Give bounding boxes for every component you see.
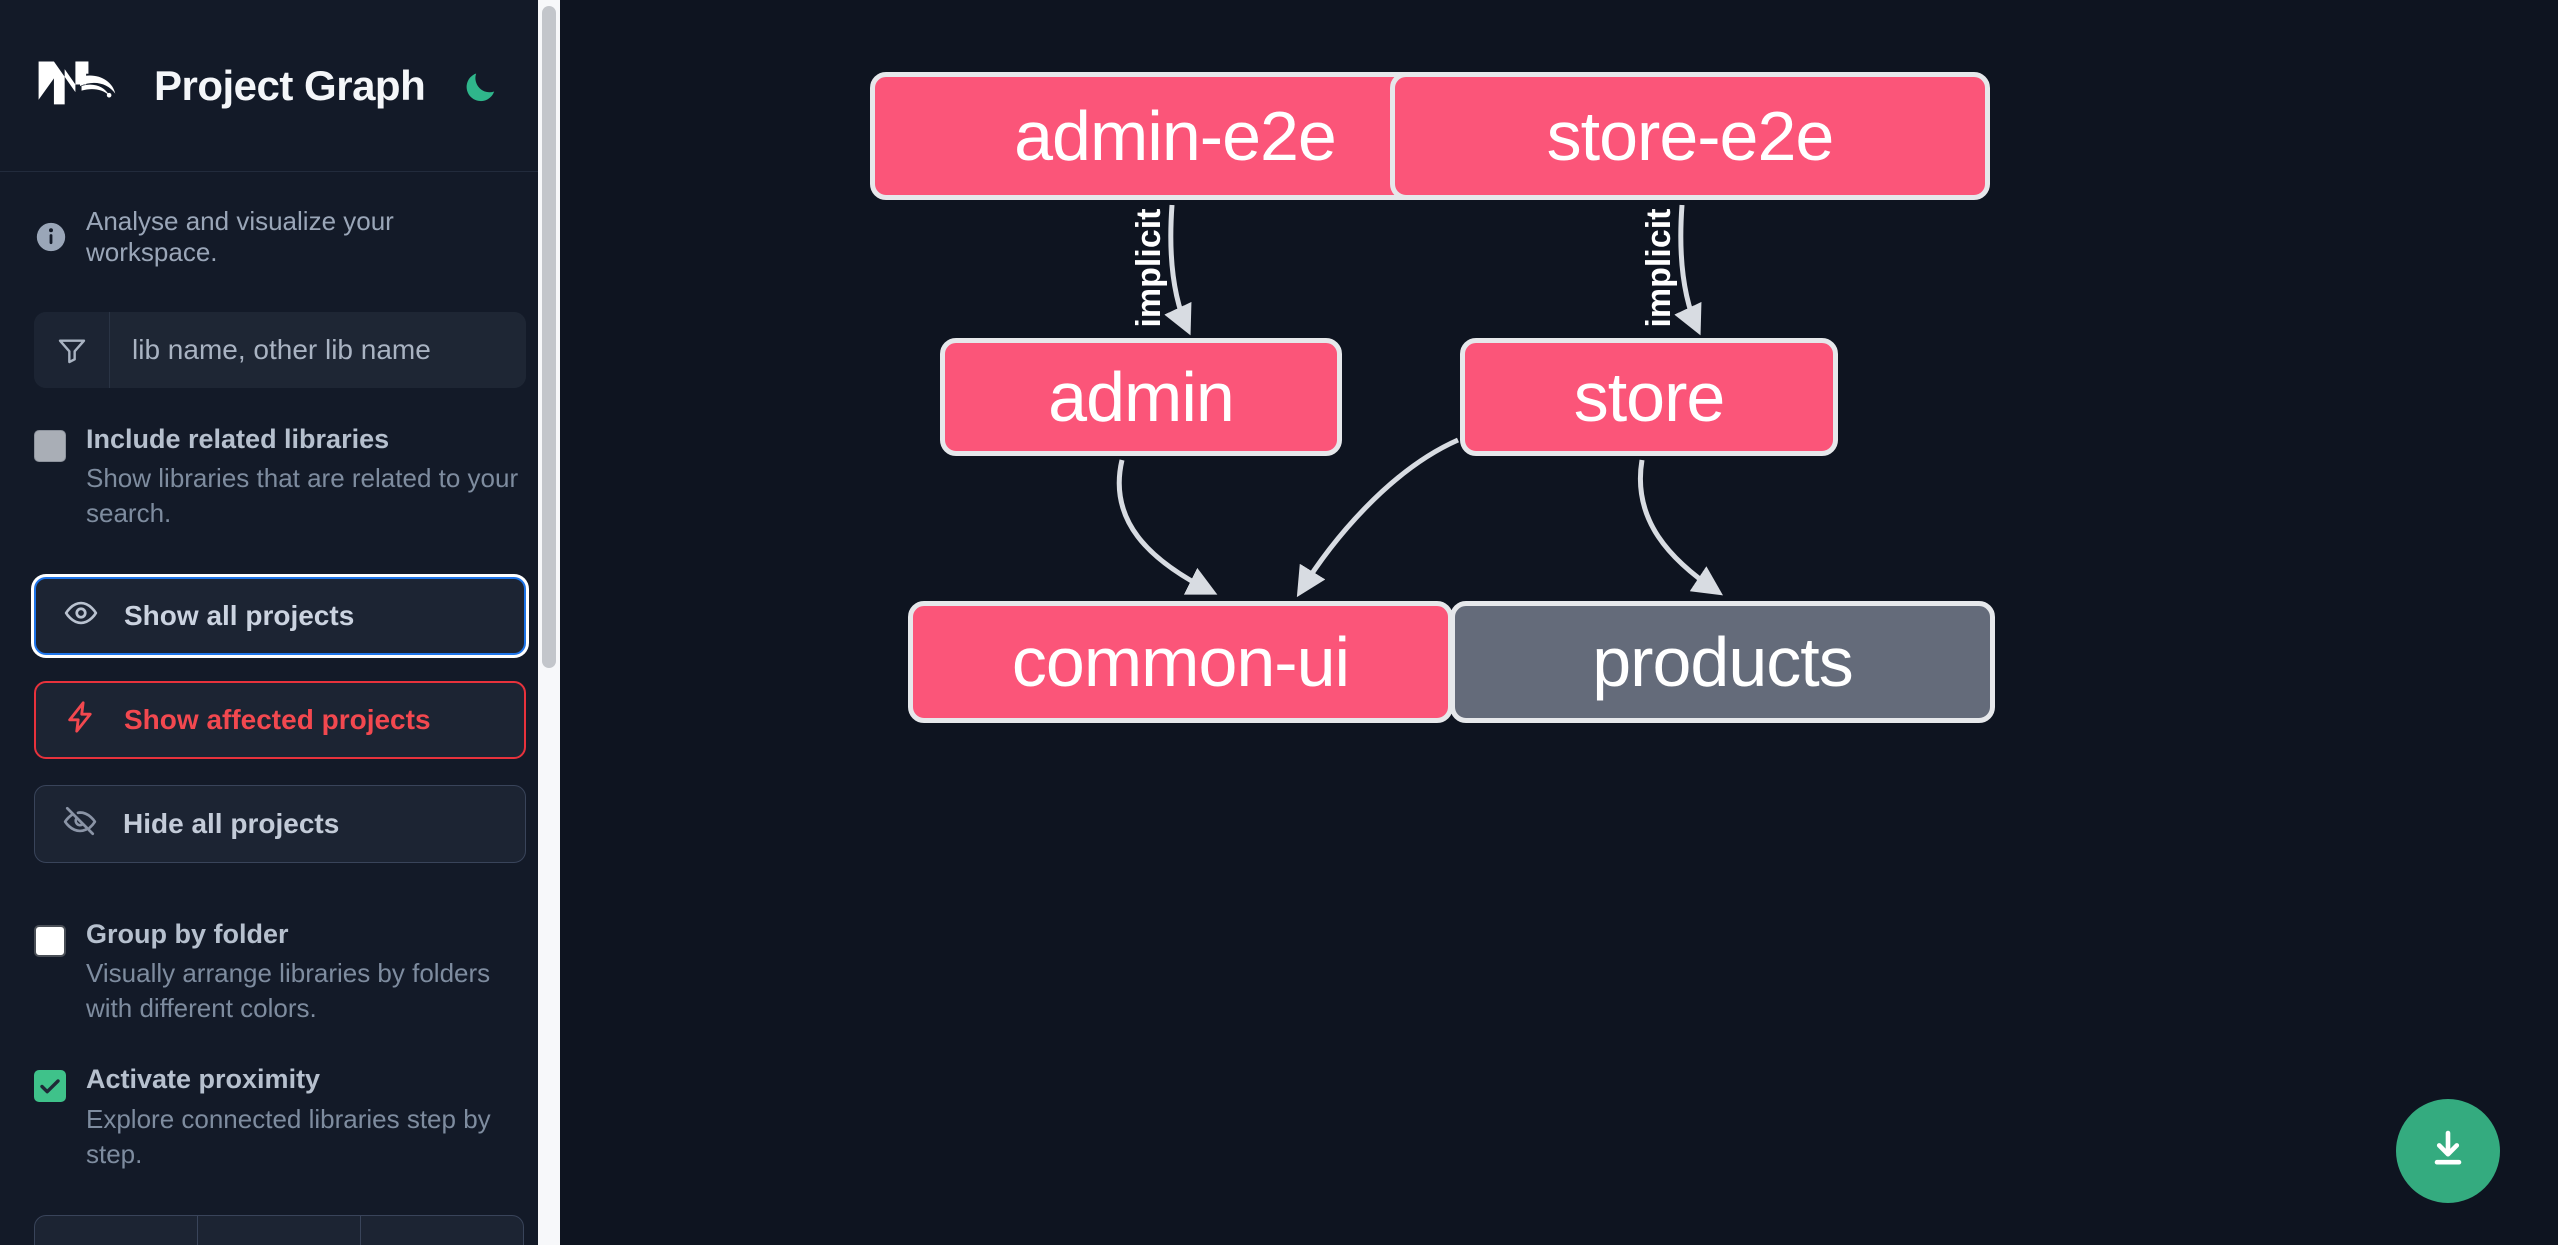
sidebar: Project Graph Analyse and visualize your… (0, 0, 560, 1245)
graph-node-label: products (1592, 623, 1853, 701)
option-description: Show libraries that are related to your … (86, 463, 519, 529)
moon-icon[interactable] (457, 63, 503, 109)
graph-node-label: store-e2e (1546, 97, 1835, 175)
include-related-libraries-checkbox[interactable] (34, 430, 66, 462)
show-all-projects-button[interactable]: Show all projects (34, 577, 526, 656)
option-label: Include related libraries (86, 424, 390, 454)
graph-node-store-e2e[interactable]: store-e2e (1390, 72, 1990, 200)
control-segment[interactable] (35, 1216, 198, 1245)
eye-icon (64, 596, 98, 637)
download-icon (2424, 1125, 2472, 1178)
graph-node-label: store (1573, 358, 1726, 436)
hide-all-projects-label: Hide all projects (123, 808, 340, 840)
option-description: Explore connected libraries step by step… (86, 1103, 491, 1169)
option-activate-proximity[interactable]: Activate proximity Explore connected lib… (34, 1064, 526, 1171)
info-banner: Analyse and visualize your workspace. (0, 172, 560, 268)
graph-node-products[interactable]: products (1450, 601, 1995, 723)
activate-proximity-checkbox[interactable] (34, 1070, 66, 1103)
edge-admin-e2e-to-admin (1164, 204, 1192, 336)
graph-node-admin[interactable]: admin (940, 338, 1342, 456)
option-label: Activate proximity (86, 1064, 321, 1095)
sidebar-scroll-area: Project Graph Analyse and visualize your… (0, 0, 560, 1245)
show-affected-projects-label: Show affected projects (124, 704, 431, 736)
option-label: Group by folder (86, 919, 289, 950)
graph-node-admin-e2e[interactable]: admin-e2e (870, 72, 1480, 200)
download-graph-button[interactable] (2396, 1099, 2500, 1203)
project-visibility-buttons: Show all projects Show affected projects (34, 577, 526, 864)
graph-node-store[interactable]: store (1460, 338, 1838, 456)
sidebar-body: Include related libraries Show libraries… (0, 268, 560, 1245)
graph-node-label: admin-e2e (1014, 97, 1337, 175)
edge-store-to-products (1638, 459, 1723, 596)
control-segment[interactable] (361, 1216, 523, 1245)
sidebar-header: Project Graph (0, 0, 560, 172)
partially-visible-control-group[interactable] (34, 1215, 524, 1245)
search-input[interactable] (110, 312, 526, 388)
control-segment[interactable] (198, 1216, 361, 1245)
option-include-related-libraries[interactable]: Include related libraries Show libraries… (34, 424, 526, 531)
group-by-folder-checkbox[interactable] (34, 925, 66, 958)
graph-canvas[interactable]: implicit implicit admin-e2e store-e2e admi… (560, 0, 2558, 1245)
graph-edges-layer: implicit implicit (1116, 204, 1723, 598)
edge-store-to-common-ui (1296, 437, 1460, 598)
graph-node-common-ui[interactable]: common-ui (908, 601, 1453, 723)
edge-label-implicit: implicit (1640, 208, 1678, 327)
sidebar-scrollbar-track[interactable] (538, 0, 560, 1245)
edge-store-e2e-to-store (1674, 204, 1702, 336)
show-affected-projects-button[interactable]: Show affected projects (34, 681, 526, 760)
edge-admin-to-common-ui (1116, 459, 1218, 595)
option-description: Visually arrange libraries by folders wi… (86, 958, 491, 1024)
info-circle-icon (34, 220, 68, 254)
page-title: Project Graph (154, 61, 426, 109)
eye-off-icon (63, 804, 97, 845)
graph-node-label: common-ui (1011, 623, 1350, 701)
hide-all-projects-button[interactable]: Hide all projects (34, 785, 526, 864)
edge-label-implicit: implicit (1130, 208, 1168, 327)
nx-logo-icon (34, 55, 126, 117)
graph-node-label: admin (1048, 358, 1235, 436)
option-group-by-folder[interactable]: Group by folder Visually arrange librari… (34, 919, 526, 1026)
show-all-projects-label: Show all projects (124, 600, 355, 632)
search-field[interactable] (34, 312, 526, 388)
lightning-bolt-icon (64, 700, 98, 741)
sidebar-scrollbar-thumb[interactable] (542, 6, 556, 668)
info-banner-text: Analyse and visualize your workspace. (86, 206, 394, 267)
filter-icon (34, 312, 110, 388)
